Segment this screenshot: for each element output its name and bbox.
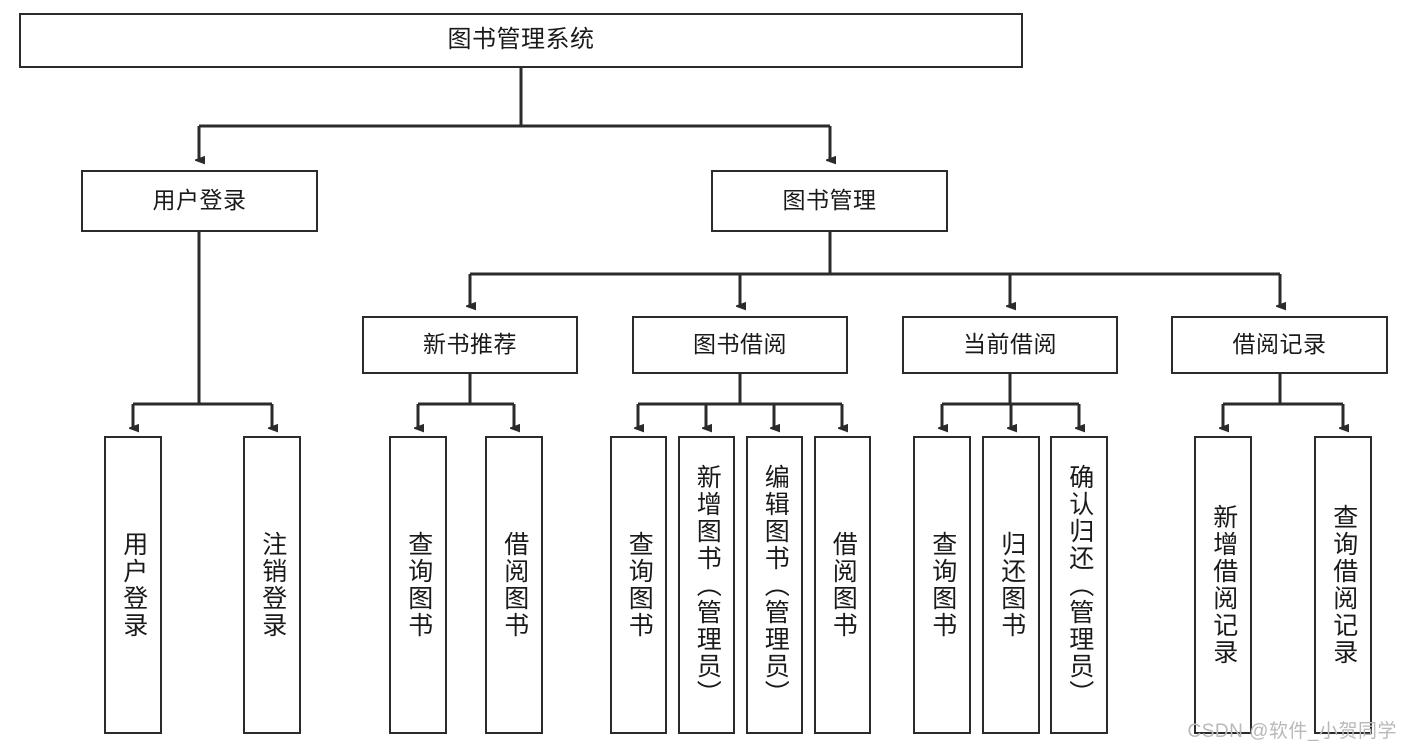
node-label: 新增图书（管理员） [693, 463, 722, 707]
leaf-current-return-book[interactable]: 归还图书 [982, 436, 1040, 734]
node-label: 新增借阅记录 [1209, 504, 1238, 666]
node-label: 查询图书 [404, 531, 433, 639]
leaf-current-confirm-return-admin[interactable]: 确认归还（管理员） [1050, 436, 1108, 734]
node-label: 图书管理 [782, 187, 877, 214]
leaf-user-login-login[interactable]: 用户登录 [104, 436, 162, 734]
node-new-book-recommend[interactable]: 新书推荐 [362, 316, 578, 374]
leaf-borrow-edit-book-admin[interactable]: 编辑图书（管理员） [746, 436, 803, 734]
node-label: 用户登录 [119, 531, 148, 639]
leaf-record-add-record[interactable]: 新增借阅记录 [1194, 436, 1252, 734]
leaf-borrow-add-book-admin[interactable]: 新增图书（管理员） [678, 436, 735, 734]
node-borrow-record[interactable]: 借阅记录 [1171, 316, 1388, 374]
leaf-recommend-borrow-book[interactable]: 借阅图书 [485, 436, 543, 734]
node-label: 借阅图书 [500, 531, 529, 639]
node-label: 归还图书 [997, 531, 1026, 639]
leaf-record-query-record[interactable]: 查询借阅记录 [1314, 436, 1372, 734]
node-label: 用户登录 [152, 187, 247, 214]
node-label: 借阅图书 [829, 531, 858, 639]
leaf-recommend-query-book[interactable]: 查询图书 [389, 436, 447, 734]
node-current-borrow[interactable]: 当前借阅 [902, 316, 1118, 374]
watermark-text: CSDN @软件_小贺同学 [1187, 721, 1397, 742]
node-book-management[interactable]: 图书管理 [711, 170, 948, 232]
leaf-borrow-borrow-book[interactable]: 借阅图书 [814, 436, 871, 734]
node-label: 确认归还（管理员） [1065, 463, 1094, 707]
leaf-user-login-logout[interactable]: 注销登录 [243, 436, 301, 734]
node-user-login[interactable]: 用户登录 [81, 170, 318, 232]
node-root-system[interactable]: 图书管理系统 [19, 13, 1023, 68]
node-book-borrow[interactable]: 图书借阅 [632, 316, 848, 374]
node-label: 新书推荐 [423, 331, 517, 358]
node-label: 图书借阅 [693, 331, 787, 358]
node-label: 注销登录 [258, 531, 287, 639]
node-label: 查询借阅记录 [1329, 504, 1358, 666]
leaf-borrow-query-book[interactable]: 查询图书 [610, 436, 667, 734]
node-label: 查询图书 [928, 531, 957, 639]
node-label: 编辑图书（管理员） [761, 463, 790, 707]
node-label: 借阅记录 [1232, 331, 1327, 358]
node-label: 当前借阅 [963, 331, 1057, 358]
node-label: 图书管理系统 [447, 26, 595, 54]
leaf-current-query-book[interactable]: 查询图书 [913, 436, 971, 734]
node-label: 查询图书 [625, 531, 654, 639]
